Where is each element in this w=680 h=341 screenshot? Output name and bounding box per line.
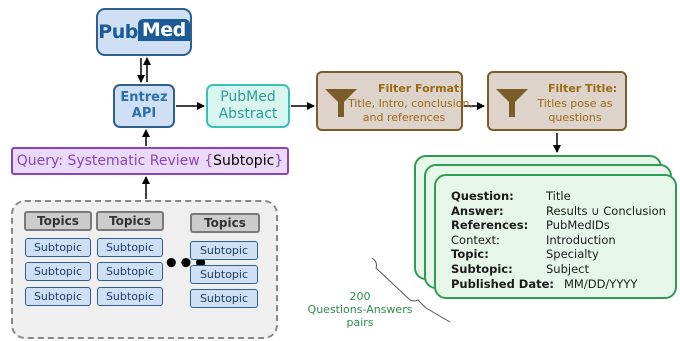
pairs-line2: Questions-Answers [307,303,413,316]
topic-header: Topics [96,211,164,231]
qa-field-value: Title [546,189,571,203]
funnel-icon [496,89,528,117]
funnel-icon [325,89,357,117]
qa-field-label: Answer: [451,203,504,218]
pubmed-logo-pub: Pub [98,21,138,43]
filter-format-title: Filter Format: [378,82,464,95]
subtopic-item: Subtopic [190,241,258,260]
subtopic-item: Subtopic [97,262,163,281]
qa-field-label: Topic: [451,247,489,262]
query-brace-close: } [274,153,284,169]
subtopic-item: Subtopic [25,262,91,281]
pairs-line3: pairs [346,316,374,329]
qa-field-label: Context: [451,232,500,247]
abstract-line1: PubMed [220,89,276,105]
qa-field-value: Specialty [546,247,599,262]
query-prefix: Query: Systematic Review [16,153,205,169]
qa-field-label: Published Date: [451,276,555,291]
pairs-label: 200 Questions-Answers pairs [304,290,416,329]
pubmed-abstract-box: PubMed Abstract [206,84,290,128]
qa-field-value: Introduction [546,232,616,247]
qa-field-value: Subject [546,262,589,276]
qa-field-label: References: [451,218,529,233]
pairs-brace [371,257,451,323]
query-brace-open: { [204,153,214,169]
filter-title-line1: Titles pose as [537,97,613,110]
qa-field-label: Subtopic: [451,262,513,276]
subtopic-item: Subtopic [97,287,163,306]
api-label: API [131,106,157,121]
query-box: Query: Systematic Review {Subtopic} [11,147,289,175]
subtopic-item: Subtopic [97,238,163,257]
subtopic-item: Subtopic [25,238,91,257]
topic-header: Topics [190,213,260,233]
abstract-line2: Abstract [218,106,278,122]
qa-field-label: Question: [451,189,514,203]
filter-format-line1: Title, Intro, conclusion, [348,97,473,110]
filter-title-title: Filter Title: [548,82,618,95]
topic-header: Topics [24,211,92,231]
query-subtopic: Subtopic [213,153,275,169]
pubmed-logo-med: Med [137,19,190,41]
pairs-count: 200 [349,290,371,303]
filter-title-line2: questions [548,111,602,124]
subtopic-item: Subtopic [25,287,91,306]
qa-field-value: Results ∪ Conclusion [546,203,666,218]
subtopic-item: Subtopic [190,289,258,308]
entrez-api-box: Entrez API [113,84,175,128]
filter-format-line2: and references [362,111,446,124]
filter-format-box: Filter Format: Title, Intro, conclusion,… [316,71,473,131]
subtopic-item: Subtopic [190,265,258,284]
qa-field-value: PubMedIDs [546,218,610,233]
qa-field-value: MM/DD/YYYY [564,276,638,291]
entrez-label: Entrez [120,90,168,105]
filter-title-box: Filter Title: Titles pose as questions [487,71,627,131]
